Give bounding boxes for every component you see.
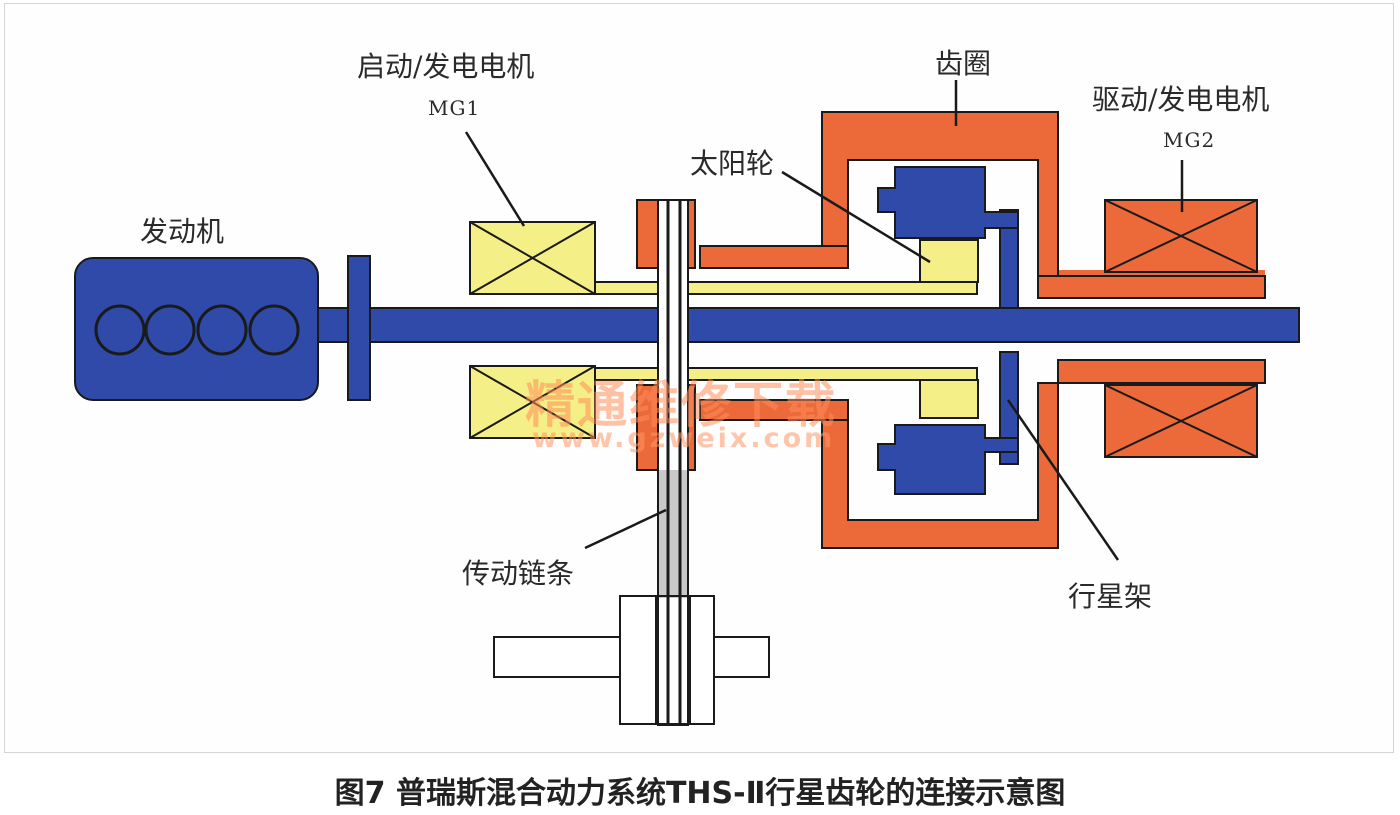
watermark-text: 精通维修下载	[525, 376, 837, 434]
ring-gear	[699, 111, 1266, 549]
engine-label: 发动机	[140, 215, 225, 248]
mg2-code-label: MG2	[1163, 128, 1216, 152]
mg1-title-label: 启动/发电电机	[357, 50, 535, 83]
sun-gear-label: 太阳轮	[690, 147, 775, 180]
flywheel	[347, 255, 371, 401]
output-gear	[493, 595, 770, 725]
mg2-motor	[1104, 199, 1258, 458]
mg2-title-label: 驱动/发电电机	[1092, 83, 1270, 116]
main-shaft	[315, 307, 1300, 343]
carrier-label: 行星架	[1068, 580, 1153, 613]
figure-caption: 图7 普瑞斯混合动力系统THS-Ⅱ行星齿轮的连接示意图	[334, 776, 1066, 811]
ring-gear-label: 齿圈	[935, 47, 992, 80]
watermark-url: www.gzweix.com	[532, 423, 836, 454]
mg1-motor	[469, 221, 978, 439]
mg1-code-label: MG1	[428, 96, 481, 120]
leader-lines	[464, 80, 1184, 561]
chain-label: 传动链条	[462, 557, 575, 590]
planet-carrier	[877, 166, 1019, 495]
transmission-chain	[657, 199, 689, 726]
engine	[74, 257, 319, 401]
